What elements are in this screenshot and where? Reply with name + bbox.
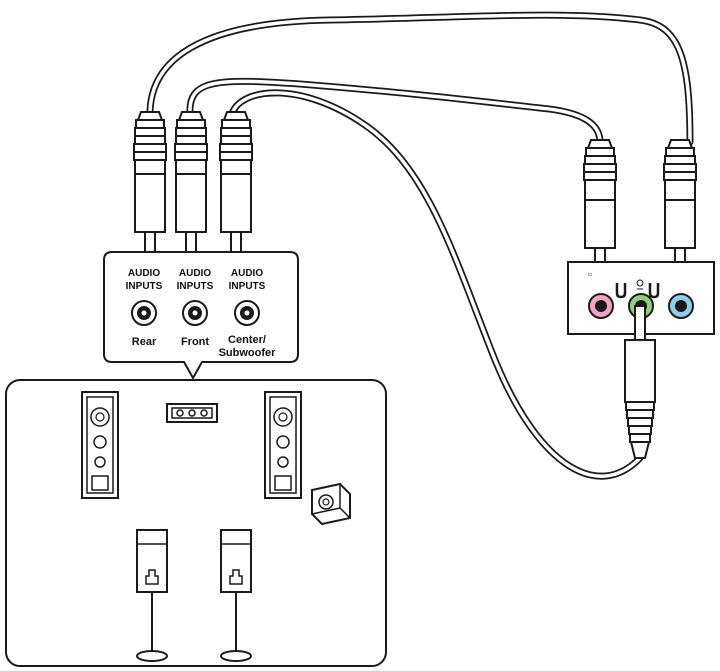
headphone-symbol-icon	[636, 279, 644, 290]
svg-text:▫: ▫	[588, 271, 592, 278]
front-right-speaker-icon	[264, 391, 302, 499]
rear-left-speaker-icon	[136, 529, 168, 662]
port-name: Rear	[132, 336, 157, 348]
divider-marker-icon	[648, 283, 660, 299]
input-port-rear: AUDIO INPUTS Rear	[126, 268, 163, 348]
center-speaker-icon	[166, 403, 218, 423]
audio-jack-blue[interactable]	[668, 293, 694, 319]
cables-inner	[148, 13, 692, 478]
port-title-line2: INPUTS	[229, 281, 266, 292]
divider-marker-icon	[615, 283, 627, 299]
audio-jack-pink[interactable]	[588, 293, 614, 319]
mini-jack-plug	[624, 305, 656, 459]
port-title-line1: AUDIO	[128, 268, 160, 279]
rca-plug-rear	[133, 111, 167, 255]
front-left-speaker-icon	[81, 391, 119, 499]
input-panel: AUDIO INPUTS Rear AUDIO INPUTS Front AUD…	[103, 251, 299, 381]
rca-plugs-left	[133, 111, 253, 255]
rca-plug-pink-side	[583, 139, 617, 269]
port-name-line1: Center/	[228, 334, 266, 346]
rca-plug-front	[174, 111, 208, 255]
port-title-line2: INPUTS	[126, 281, 163, 292]
rca-plug-blue-side	[663, 139, 697, 269]
rca-plugs-right	[583, 139, 697, 269]
port-title-line1: AUDIO	[231, 268, 263, 279]
input-port-center-subwoofer: AUDIO INPUTS Center/ Subwoofer	[219, 268, 277, 359]
port-title-line1: AUDIO	[179, 268, 211, 279]
port-title-line2: INPUTS	[177, 281, 214, 292]
rca-plug-center	[219, 111, 253, 255]
speaker-system	[5, 379, 387, 667]
input-port-front: AUDIO INPUTS Front	[177, 268, 214, 348]
subwoofer-icon	[311, 482, 351, 526]
rear-right-speaker-icon	[220, 529, 252, 662]
port-name: Front	[181, 336, 209, 348]
port-name-line2: Subwoofer	[219, 347, 277, 359]
